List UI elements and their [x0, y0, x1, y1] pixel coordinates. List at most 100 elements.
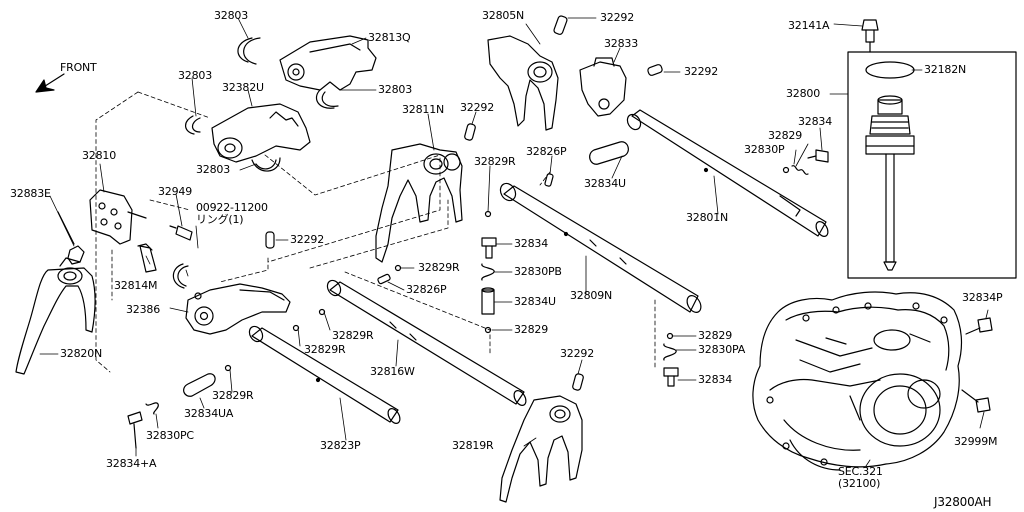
part-label-32826p-a: 32826P — [526, 145, 567, 158]
pin-32826P — [544, 173, 554, 187]
part-label-32292-e: 32292 — [560, 347, 594, 360]
part-label-32292-d: 32292 — [684, 65, 718, 78]
diagram-code: J32800AH — [934, 495, 992, 509]
part-label-32819r: 32819R — [452, 439, 494, 452]
part-label-32809n: 32809N — [570, 289, 613, 302]
bolt-32999M — [961, 389, 991, 413]
part-label-32883e: 32883E — [10, 187, 51, 200]
pin-32814M — [137, 243, 157, 273]
part-label-32801n: 32801N — [686, 211, 729, 224]
shift-rod-32816W — [326, 279, 527, 406]
part-label-32803-b: 32803 — [178, 69, 212, 82]
part-label-32830pa: 32830PA — [698, 343, 746, 356]
bolt-32834-c — [807, 149, 829, 163]
cap-32883E — [57, 211, 85, 265]
shift-control-assembly-box — [847, 51, 1017, 279]
ball-32829 — [484, 326, 492, 334]
shift-rod-32801N — [626, 109, 829, 237]
part-label-32834-b: 32834 — [698, 373, 732, 386]
part-label-32810: 32810 — [82, 149, 116, 162]
shift-fork-32819R — [499, 395, 583, 503]
ball-32829-c — [782, 166, 790, 174]
shift-shaft-assembly-32800 — [865, 95, 915, 271]
part-label-32829r-d: 32829R — [304, 343, 346, 356]
part-label-ring-qty: リング(1) — [196, 213, 244, 226]
part-label-32820n: 32820N — [60, 347, 103, 360]
part-label-32816w: 32816W — [370, 365, 415, 378]
shift-rod-32823P — [248, 325, 401, 424]
shift-bracket-32382U — [211, 103, 311, 163]
part-label-32834-c: 32834 — [798, 115, 832, 128]
part-label-32829r-b: 32829R — [418, 261, 460, 274]
bolt-32834-plus-a — [127, 411, 143, 449]
part-label-32811n: 32811N — [402, 103, 445, 116]
transmission-case-sec321 — [752, 291, 963, 471]
part-label-32834u-b: 32834U — [514, 295, 556, 308]
detent-32834UA — [183, 373, 216, 397]
roll-pin-32292-c — [647, 64, 663, 76]
part-label-00922-11200: 00922-11200 — [196, 201, 268, 214]
bolt-32834-b — [663, 367, 679, 387]
part-label-32834-a: 32834 — [514, 237, 548, 250]
part-label-32292-a: 32292 — [290, 233, 324, 246]
part-label-32830pb: 32830PB — [514, 265, 562, 278]
part-label-32834-plus-a: 32834+A — [106, 457, 157, 470]
snap-ring-clip-32803 — [185, 37, 339, 172]
bolt-32834-a — [481, 237, 497, 259]
roll-pin-32292-a — [265, 231, 275, 249]
part-label-32803-c: 32803 — [378, 83, 412, 96]
ball-32829R-a — [224, 210, 492, 372]
shift-lever-32386 — [185, 283, 291, 335]
part-label-32829-c: 32829 — [768, 129, 802, 142]
shift-rod-32809N — [499, 182, 702, 313]
bolt-32141A — [861, 19, 879, 53]
section-ref-32100: (32100) — [838, 477, 881, 490]
part-label-32803-a: 32803 — [214, 9, 248, 22]
part-label-32829r-a: 32829R — [474, 155, 516, 168]
roll-pin-32292-b — [553, 15, 568, 35]
section-ref-sec321: SEC.321 — [838, 465, 883, 478]
o-ring-32182N — [865, 61, 915, 79]
part-label-32999m: 32999M — [954, 435, 998, 448]
part-label-32829-b: 32829 — [698, 329, 732, 342]
bolt-32949 — [169, 225, 193, 241]
part-label-32292-c: 32292 — [460, 101, 494, 114]
part-label-32834p: 32834P — [962, 291, 1003, 304]
spring-32830PA — [663, 343, 677, 361]
roll-pin-32292-d — [464, 123, 476, 141]
part-label-32813q: 32813Q — [368, 31, 411, 44]
shift-fork-32811N — [375, 143, 463, 263]
shift-bracket-32813Q — [279, 35, 377, 91]
pin-32826P-b — [377, 273, 391, 285]
part-label-32823p: 32823P — [320, 439, 361, 452]
spring-32830P — [791, 165, 809, 175]
front-direction-label: FRONT — [60, 61, 97, 74]
part-label-32829r-e: 32829R — [212, 389, 254, 402]
part-label-32803-d: 32803 — [196, 163, 230, 176]
leader-lines — [39, 17, 989, 467]
part-label-32805n: 32805N — [482, 9, 525, 22]
ring-00922-11200 — [172, 263, 189, 289]
part-label-32830p: 32830P — [744, 143, 785, 156]
roll-pin-32292-e — [572, 373, 584, 391]
part-label-32949: 32949 — [158, 185, 192, 198]
bolt-32834P — [965, 317, 993, 335]
part-label-32829-a: 32829 — [514, 323, 548, 336]
part-label-32834u-a: 32834U — [584, 177, 626, 190]
part-label-32834ua: 32834UA — [184, 407, 234, 420]
part-label-32826p-b: 32826P — [406, 283, 447, 296]
interlock-plate-32810 — [89, 189, 147, 245]
front-direction-arrow-icon — [35, 73, 65, 93]
spring-32830PC — [145, 402, 159, 415]
detent-32834U-b — [481, 287, 495, 315]
part-label-32833: 32833 — [604, 37, 638, 50]
part-label-32182n: 32182N — [924, 63, 967, 76]
part-label-32830pc: 32830PC — [146, 429, 194, 442]
shift-fork-32805N — [487, 35, 559, 131]
detent-32834U — [589, 141, 629, 165]
part-label-32292-b: 32292 — [600, 11, 634, 24]
part-label-32382u: 32382U — [222, 81, 264, 94]
dashed-guide-lines — [95, 91, 656, 373]
